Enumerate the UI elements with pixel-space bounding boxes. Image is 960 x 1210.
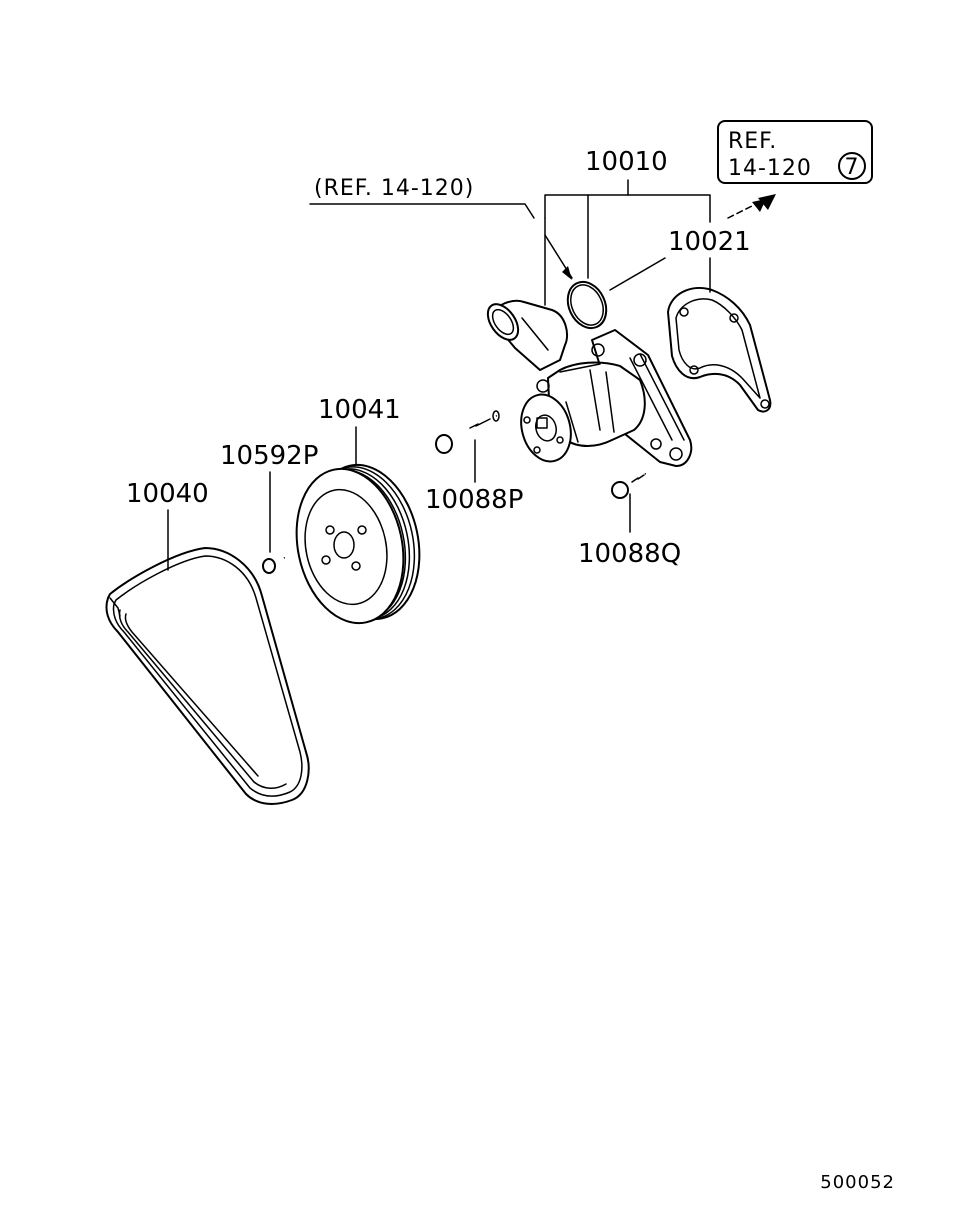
- label-10592p[interactable]: 10592P: [220, 441, 318, 471]
- long-bolt[interactable]: [435, 410, 500, 454]
- inline-ref-label: (REF. 14-120): [314, 176, 474, 201]
- label-10088p[interactable]: 10088P: [425, 485, 523, 515]
- ref-box-circle-number: 7: [845, 155, 860, 180]
- pulley-bolt[interactable]: [262, 556, 285, 574]
- ref-box[interactable]: REF. 14-120 7: [717, 120, 873, 184]
- label-10088q[interactable]: 10088Q: [578, 539, 681, 569]
- ref-box-line2: 14-120: [728, 156, 812, 181]
- inline-ref-leader: [309, 203, 535, 219]
- label-10021[interactable]: 10021: [668, 227, 751, 257]
- label-10040[interactable]: 10040: [126, 479, 209, 509]
- gasket[interactable]: [667, 287, 772, 413]
- o-ring[interactable]: [561, 276, 614, 335]
- short-bolt[interactable]: [611, 472, 647, 499]
- label-10041[interactable]: 10041: [318, 395, 401, 425]
- ref-box-line1: REF.: [728, 129, 777, 154]
- leader-10021: [609, 257, 666, 291]
- water-pump[interactable]: [482, 299, 693, 467]
- v-belt[interactable]: [105, 547, 310, 805]
- ref-arrow-icon: [727, 194, 776, 219]
- pulley[interactable]: [283, 455, 433, 633]
- diagram-code: 500052: [820, 1172, 895, 1193]
- bracket-10010: [544, 179, 711, 306]
- label-10010[interactable]: 10010: [585, 147, 668, 177]
